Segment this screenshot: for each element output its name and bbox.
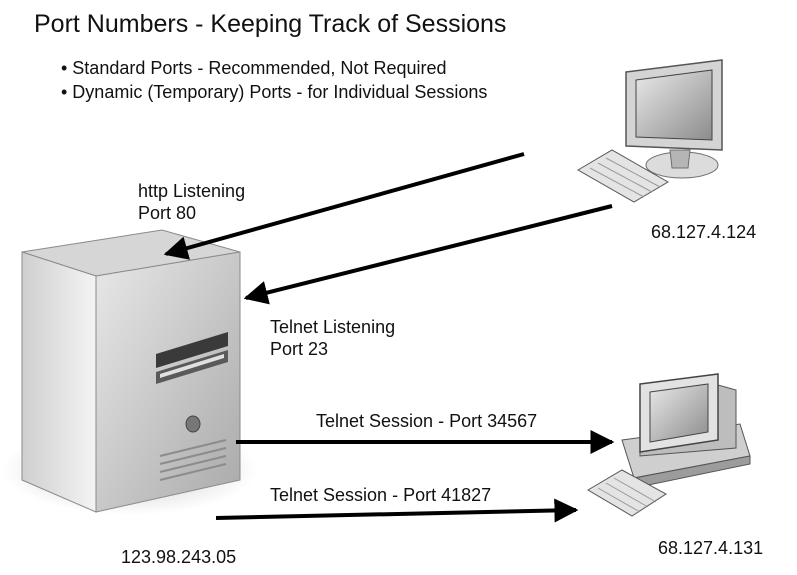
telnet-session-2-label: Telnet Session - Port 41827 (270, 485, 492, 505)
arrow-telnet-request (243, 204, 613, 305)
telnet-listening-line2: Port 23 (270, 339, 329, 359)
bullet-standard-ports: • Standard Ports - Recommended, Not Requ… (61, 58, 447, 78)
server-ip: 123.98.243.05 (121, 547, 237, 567)
server-tower-icon (2, 229, 258, 515)
http-listening-label: http Listening Port 80 (138, 180, 245, 224)
slide-title: Port Numbers - Keeping Track of Sessions (34, 10, 507, 38)
client-top-ip: 68.127.4.124 (651, 222, 757, 242)
crt-desktop-computer-icon (587, 373, 751, 517)
http-listening-line1: http Listening (138, 181, 246, 201)
flat-monitor-computer-icon (577, 59, 723, 203)
bullet-dynamic-ports: • Dynamic (Temporary) Ports - for Indivi… (61, 82, 488, 102)
http-listening-line2: Port 80 (138, 203, 197, 223)
arrow-telnet-session-2 (215, 498, 579, 523)
telnet-session-1-label: Telnet Session - Port 34567 (316, 411, 538, 431)
arrow-http-request (163, 152, 525, 260)
client-bottom-ip: 68.127.4.131 (658, 538, 764, 558)
bullet-list: • Standard Ports - Recommended, Not Requ… (61, 56, 487, 104)
telnet-listening-line1: Telnet Listening (270, 317, 396, 337)
telnet-listening-label: Telnet Listening Port 23 (270, 316, 395, 360)
